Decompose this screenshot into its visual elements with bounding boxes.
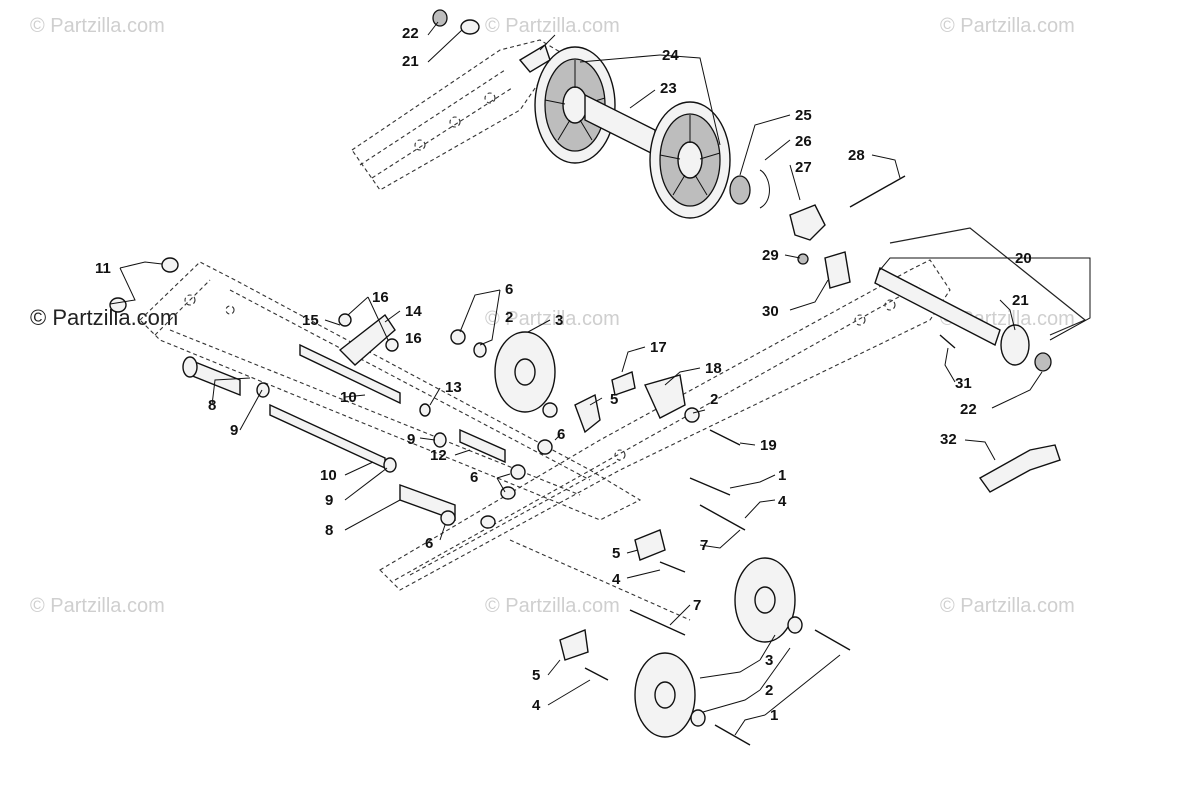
callout-5-bottom: 5 — [532, 667, 540, 684]
watermark-main: © Partzilla.com — [30, 305, 178, 330]
mid-idler-wheel-upper — [494, 331, 556, 413]
callout-3-bottom: 3 — [765, 652, 773, 669]
bracket-lower — [559, 629, 589, 661]
callouts: 22 21 24 23 25 26 27 28 20 29 30 21 31 2… — [95, 25, 1032, 724]
callout-21-top: 21 — [402, 53, 419, 70]
small-nut — [797, 253, 809, 265]
watermark-bottom-center: © Partzilla.com — [485, 595, 620, 617]
callout-1-top: 1 — [778, 467, 786, 484]
callout-28: 28 — [848, 147, 865, 164]
lower-idler-wheel-right — [734, 557, 796, 643]
callout-31: 31 — [955, 375, 972, 392]
callout-2-top: 2 — [505, 309, 513, 326]
callout-5-middle: 5 — [612, 545, 620, 562]
torque-arm — [338, 313, 396, 366]
callout-15: 15 — [302, 312, 319, 329]
front-axle — [874, 267, 1001, 346]
bushing — [611, 371, 636, 396]
watermark-mid-center: © Partzilla.com — [485, 308, 620, 330]
callout-8-bottom: 8 — [325, 522, 333, 539]
callout-13: 13 — [445, 379, 462, 396]
spring-block — [644, 374, 686, 419]
callout-14: 14 — [405, 303, 422, 320]
callout-3-top: 3 — [555, 312, 563, 329]
callout-2-middle: 2 — [710, 391, 718, 408]
callout-2-bottom: 2 — [765, 682, 773, 699]
bearing — [729, 175, 751, 205]
callout-6-top: 6 — [505, 281, 513, 298]
callout-4-top: 4 — [778, 493, 787, 510]
bracket-upper — [574, 393, 601, 434]
shock-bracket — [978, 444, 1061, 493]
nut-top — [432, 9, 448, 27]
callout-29: 29 — [762, 247, 779, 264]
callout-23: 23 — [660, 80, 677, 97]
callout-30: 30 — [762, 303, 779, 320]
callout-6-bottom: 6 — [425, 535, 433, 552]
watermark-top-right: © Partzilla.com — [940, 15, 1075, 37]
callout-16-bottom: 16 — [405, 330, 422, 347]
lower-idler-wheel-left — [634, 652, 696, 738]
callout-8-top: 8 — [208, 397, 216, 414]
callout-17: 17 — [650, 339, 667, 356]
callout-9-bottom: 9 — [325, 492, 333, 509]
callout-6-middle: 6 — [557, 426, 565, 443]
snap-ring — [759, 169, 770, 209]
shaft-upper — [299, 343, 401, 405]
watermark-bottom-right: © Partzilla.com — [940, 595, 1075, 617]
callout-26: 26 — [795, 133, 812, 150]
long-bolt — [849, 175, 906, 208]
right-side-parts — [797, 227, 1087, 493]
washers-and-nuts — [109, 257, 803, 727]
callout-11: 11 — [95, 260, 111, 277]
callout-10-top: 10 — [340, 389, 357, 406]
left-slide-rail — [139, 261, 642, 521]
callout-6-lower: 6 — [470, 469, 478, 486]
sprocket-spacer — [1000, 324, 1030, 366]
callout-1-bottom: 1 — [770, 707, 778, 724]
callout-22-right: 22 — [960, 401, 977, 418]
short-bolt — [939, 334, 956, 349]
cross-shafts — [182, 289, 691, 621]
callout-25: 25 — [795, 107, 812, 124]
callout-9-middle: 9 — [407, 431, 415, 448]
callout-7-bottom: 7 — [693, 597, 701, 614]
sleeve-middle — [459, 428, 506, 464]
callout-5-top: 5 — [610, 391, 618, 408]
watermark-top-left: © Partzilla.com — [30, 15, 165, 37]
callout-9-top: 9 — [230, 422, 238, 439]
cap-top — [460, 19, 480, 35]
watermark-top-center: © Partzilla.com — [485, 15, 620, 37]
adjuster-block — [518, 43, 551, 73]
callout-22-top: 22 — [402, 25, 419, 42]
shaft-long-lower — [269, 403, 386, 470]
callout-20: 20 — [1015, 250, 1032, 267]
callout-12: 12 — [430, 447, 447, 464]
right-slide-rail — [379, 259, 951, 591]
clamp-block — [824, 251, 851, 289]
callout-32: 32 — [940, 431, 957, 448]
bracket-middle — [634, 529, 666, 561]
watermark-bottom-left: © Partzilla.com — [30, 595, 165, 617]
callout-7-top: 7 — [700, 537, 708, 554]
upper-rail-frame — [351, 39, 561, 191]
end-cap — [1034, 352, 1052, 372]
callout-4-bottom: 4 — [532, 697, 541, 714]
callout-19: 19 — [760, 437, 777, 454]
leader-lines — [109, 21, 1091, 736]
callout-4-middle: 4 — [612, 571, 621, 588]
callout-21-right: 21 — [1012, 292, 1029, 309]
callout-18: 18 — [705, 360, 722, 377]
callout-24: 24 — [662, 47, 679, 64]
rear-idler-assembly — [432, 9, 826, 241]
callout-16-top: 16 — [372, 289, 389, 306]
callout-10-bottom: 10 — [320, 467, 337, 484]
axle-spacer — [789, 204, 826, 241]
watermarks: © Partzilla.com © Partzilla.com © Partzi… — [30, 15, 1075, 617]
callout-27: 27 — [795, 159, 812, 176]
